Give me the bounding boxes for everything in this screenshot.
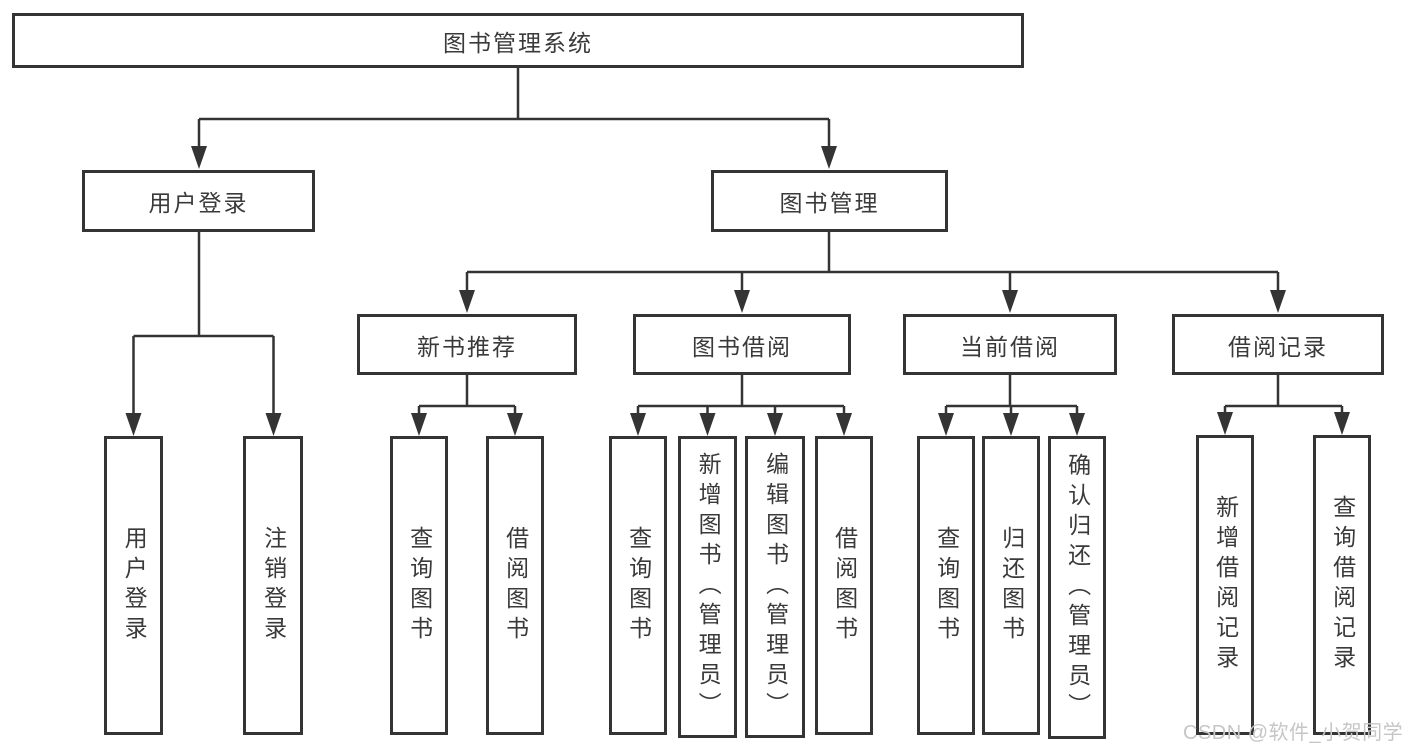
node-book-borrowing: 图书借阅: [633, 314, 851, 375]
node-label: 借阅记录: [1228, 333, 1328, 360]
csdn-watermark: CSDN @软件_小贺同学: [1183, 722, 1404, 744]
leaf-query-books-3: 查询图书: [917, 436, 975, 735]
leaf-add-borrow-record: 新增借阅记录: [1196, 435, 1254, 735]
node-label: 当前借阅: [960, 333, 1060, 360]
node-label: 新书推荐: [417, 333, 517, 360]
leaf-user-login: 用户登录: [104, 436, 163, 735]
node-label: 注销登录: [260, 525, 287, 646]
node-label: 新增借阅记录: [1212, 495, 1239, 675]
leaf-edit-book-admin: 编辑图书（管理员）: [745, 436, 805, 738]
node-borrowing-records: 借阅记录: [1172, 314, 1384, 375]
leaf-query-books-2: 查询图书: [609, 436, 667, 735]
node-label: 图书借阅: [692, 333, 792, 360]
node-user-login: 用户登录: [82, 170, 315, 232]
arrowheads: [125, 146, 1350, 436]
leaf-borrow-books-1: 借阅图书: [486, 436, 544, 735]
node-label: 编辑图书（管理员）: [762, 452, 789, 722]
leaf-confirm-return-admin: 确认归还（管理员）: [1048, 436, 1106, 739]
node-book-management: 图书管理: [711, 170, 948, 232]
leaf-logout: 注销登录: [243, 436, 303, 735]
leaf-borrow-books-2: 借阅图书: [815, 436, 873, 735]
node-new-book-recommend: 新书推荐: [357, 314, 577, 375]
node-label: 用户登录: [121, 525, 148, 646]
leaf-query-borrow-record: 查询借阅记录: [1313, 435, 1371, 735]
node-label: 查询借阅记录: [1329, 495, 1356, 675]
node-label: 查询图书: [406, 525, 433, 646]
tree-edges: [132, 68, 1344, 415]
node-label: 归还图书: [998, 525, 1025, 646]
node-current-borrowing: 当前借阅: [903, 314, 1117, 375]
leaf-return-books: 归还图书: [982, 436, 1040, 735]
leaf-query-books-1: 查询图书: [390, 436, 448, 735]
leaf-add-book-admin: 新增图书（管理员）: [678, 436, 737, 738]
node-library-management-system: 图书管理系统: [12, 13, 1024, 68]
node-label: 查询图书: [933, 525, 960, 646]
node-label: 查询图书: [625, 525, 652, 646]
node-label: 借阅图书: [831, 525, 858, 646]
node-label: 借阅图书: [502, 525, 529, 646]
node-label: 图书管理系统: [443, 29, 593, 56]
node-label: 用户登录: [148, 190, 249, 216]
node-label: 图书管理: [779, 190, 880, 216]
node-label: 确认归还（管理员）: [1064, 452, 1091, 723]
node-label: 新增图书（管理员）: [695, 452, 722, 722]
